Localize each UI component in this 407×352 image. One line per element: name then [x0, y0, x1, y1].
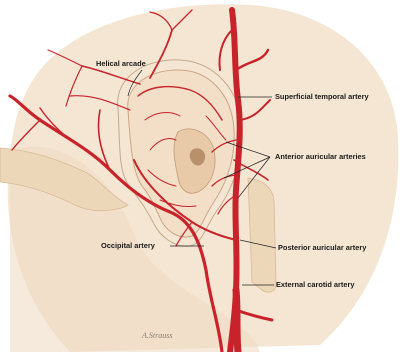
label-posterior-auricular-artery: Posterior auricular artery	[278, 244, 366, 251]
right-column	[248, 178, 276, 292]
label-helical-arcade: Helical arcade	[96, 60, 146, 67]
artist-signature: A.Strauss	[142, 331, 172, 340]
label-superficial-temporal-artery: Superficial temporal artery	[275, 93, 369, 100]
label-occipital-artery: Occipital artery	[101, 242, 155, 249]
label-anterior-auricular-arteries: Anterior auricular arteries	[275, 153, 366, 160]
label-external-carotid-artery: External carotid artery	[276, 281, 354, 288]
